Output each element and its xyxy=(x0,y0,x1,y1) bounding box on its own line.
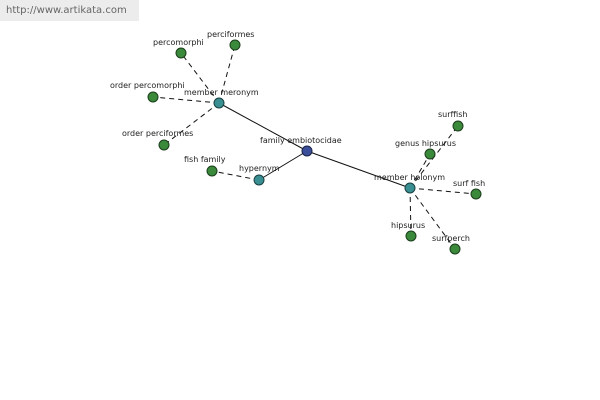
label-surf-fish: surf fish xyxy=(453,179,485,188)
watermark-url: http://www.artikata.com xyxy=(0,0,139,21)
edge-center-member-holonym xyxy=(306,150,411,189)
node-surfperch[interactable] xyxy=(449,243,461,255)
edge-meronym-order-percomorphi xyxy=(152,96,220,104)
node-fish-family[interactable] xyxy=(206,165,218,177)
graph-nodes xyxy=(147,39,482,255)
label-member-meronym: member meronym xyxy=(184,88,259,97)
edge-holonym-surfperch xyxy=(409,187,456,250)
label-member-holonym: member holonym xyxy=(374,173,445,182)
edge-meronym-order-perciformes xyxy=(163,102,220,146)
label-fish-family: fish family xyxy=(184,155,226,164)
label-surffish: surffish xyxy=(438,110,468,119)
node-percomorphi[interactable] xyxy=(175,47,187,59)
label-family-embiotocidae: family embiotocidae xyxy=(260,136,342,145)
edge-center-hypernym xyxy=(258,150,308,181)
edge-holonym-surf-fish xyxy=(409,187,477,195)
node-surf-fish[interactable] xyxy=(470,188,482,200)
graph-labels: family embiotocidae member meronym hyper… xyxy=(110,30,485,243)
label-hypernym: hypernym xyxy=(239,164,280,173)
edge-meronym-perciformes xyxy=(218,44,236,104)
node-genus-hipsurus[interactable] xyxy=(424,148,436,160)
label-surfperch: surfperch xyxy=(432,234,470,243)
node-family-embiotocidae[interactable] xyxy=(301,145,313,157)
edge-hypernym-fish-family xyxy=(211,170,260,181)
node-member-meronym[interactable] xyxy=(213,97,225,109)
label-percomorphi: percomorphi xyxy=(153,38,204,47)
label-order-percomorphi: order percomorphi xyxy=(110,81,185,90)
node-hypernym[interactable] xyxy=(253,174,265,186)
edge-holonym-genus-hipsurus xyxy=(409,153,431,189)
edge-meronym-percomorphi xyxy=(180,52,220,104)
node-order-perciformes[interactable] xyxy=(158,139,170,151)
node-hipsurus[interactable] xyxy=(405,230,417,242)
edge-holonym-hipsurus xyxy=(409,187,412,237)
label-perciformes: perciformes xyxy=(207,30,254,39)
edge-center-member-meronym xyxy=(218,102,308,152)
node-order-percomorphi[interactable] xyxy=(147,91,159,103)
label-hipsurus: hipsurus xyxy=(391,221,425,230)
label-order-perciformes: order perciformes xyxy=(122,129,193,138)
node-member-holonym[interactable] xyxy=(404,182,416,194)
node-perciformes[interactable] xyxy=(229,39,241,51)
node-surffish[interactable] xyxy=(452,120,464,132)
label-genus-hipsurus: genus hipsurus xyxy=(395,139,456,148)
